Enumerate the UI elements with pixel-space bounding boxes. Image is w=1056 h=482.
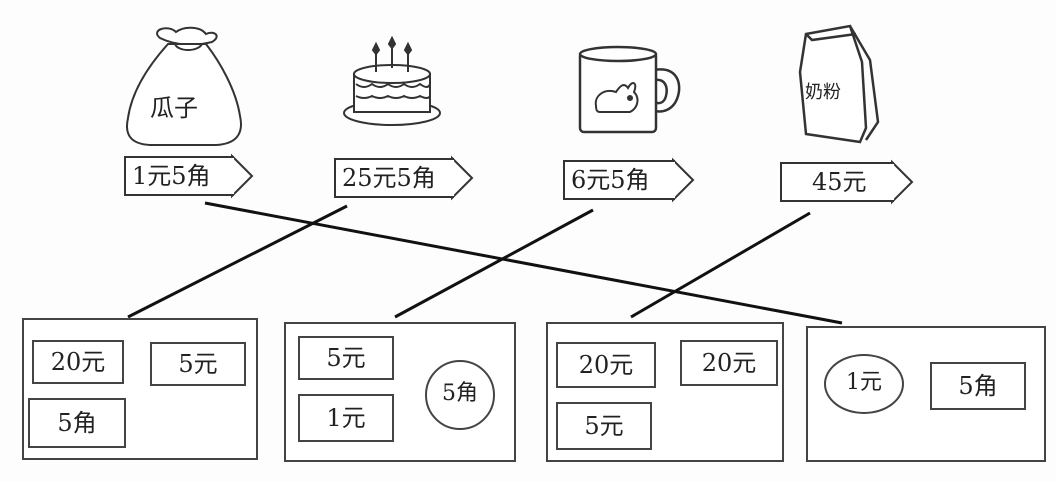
birthday-cake-icon bbox=[343, 35, 441, 126]
seed-bag-icon bbox=[126, 26, 242, 146]
price-tag-milk: 45元 bbox=[780, 162, 894, 202]
milk-powder-box-icon bbox=[798, 24, 880, 144]
note-5-yuan: 5元 bbox=[298, 336, 394, 380]
match-line-mug bbox=[394, 208, 594, 319]
note-1-yuan: 1元 bbox=[298, 394, 394, 442]
coin-5-jiao: 5角 bbox=[425, 360, 495, 430]
note-20-yuan: 20元 bbox=[680, 340, 778, 386]
match-line-milk bbox=[630, 211, 811, 319]
note-5-jiao: 5角 bbox=[28, 398, 126, 448]
price-tag-mug: 6元5角 bbox=[563, 160, 675, 200]
rabbit-mug-icon bbox=[578, 45, 681, 134]
note-5-jiao: 5角 bbox=[930, 362, 1026, 410]
note-20-yuan: 20元 bbox=[556, 342, 656, 388]
match-line-cake bbox=[127, 204, 348, 319]
coin-1-yuan: 1元 bbox=[824, 354, 904, 414]
note-20-yuan: 20元 bbox=[32, 340, 124, 384]
seed-bag-label: 瓜子 bbox=[150, 94, 198, 122]
note-5-yuan: 5元 bbox=[556, 402, 652, 450]
price-tag-seeds: 1元5角 bbox=[124, 156, 234, 196]
note-5-yuan: 5元 bbox=[150, 342, 246, 386]
match-line-seeds bbox=[204, 201, 843, 325]
price-tag-cake: 25元5角 bbox=[334, 158, 454, 198]
milk-powder-label: 奶粉 bbox=[805, 82, 841, 103]
tag-tips bbox=[231, 153, 914, 205]
